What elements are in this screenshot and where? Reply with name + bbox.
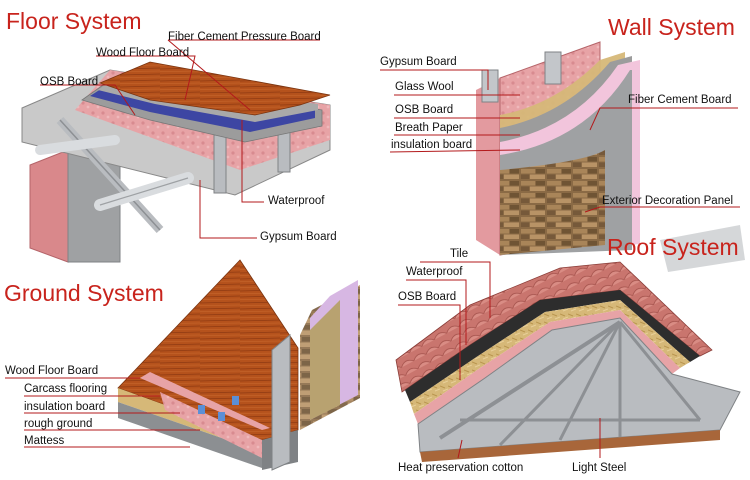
ground-label-wood-floor-board: Wood Floor Board [5, 365, 99, 377]
wall-label-fiber-cement-board: Fiber Cement Board [628, 94, 732, 106]
wall-label-gypsum-board: Gypsum Board [380, 56, 457, 68]
ground-label-carcass-flooring: Carcass flooring [24, 383, 108, 395]
ground-system-title: Ground System [4, 280, 164, 306]
floor-label-fiber-cement-pressure-board: Fiber Cement Pressure Board [168, 31, 321, 43]
roof-label-heat-preservation-cotton: Heat preservation cotton [398, 462, 524, 474]
roof-label-waterproof: Waterproof [406, 266, 463, 278]
wall-label-breath-paper: Breath Paper [395, 122, 463, 134]
roof-label-tile: Tile [450, 248, 469, 260]
floor-label-wood-floor-board: Wood Floor Board [96, 47, 190, 59]
wall-label-osb-board: OSB Board [395, 104, 454, 116]
roof-system-title: Roof System [607, 234, 739, 260]
wall-label-exterior-decoration-panel: Exterior Decoration Panel [602, 195, 734, 207]
floor-label-osb-board: OSB Board [40, 76, 99, 88]
floor-system-illustration [21, 61, 331, 263]
wall-system-illustration [476, 41, 640, 256]
wall-label-insulation-board: insulation board [391, 139, 473, 151]
leader-lines [5, 39, 740, 459]
floor-label-waterproof: Waterproof [268, 195, 325, 207]
floor-label-gypsum-board: Gypsum Board [260, 231, 337, 243]
ground-label-insulation-board: insulation board [24, 401, 106, 413]
roof-label-light-steel: Light Steel [572, 462, 627, 474]
floor-system-title: Floor System [6, 8, 142, 34]
ground-label-mattess: Mattess [24, 435, 65, 447]
roof-system-illustration [395, 225, 745, 462]
roof-label-osb-board: OSB Board [398, 291, 457, 303]
ground-label-rough-ground: rough ground [24, 418, 93, 430]
wall-system-title: Wall System [608, 14, 735, 40]
ground-system-illustration [117, 259, 360, 471]
wall-label-glass-wool: Glass Wool [395, 81, 454, 93]
